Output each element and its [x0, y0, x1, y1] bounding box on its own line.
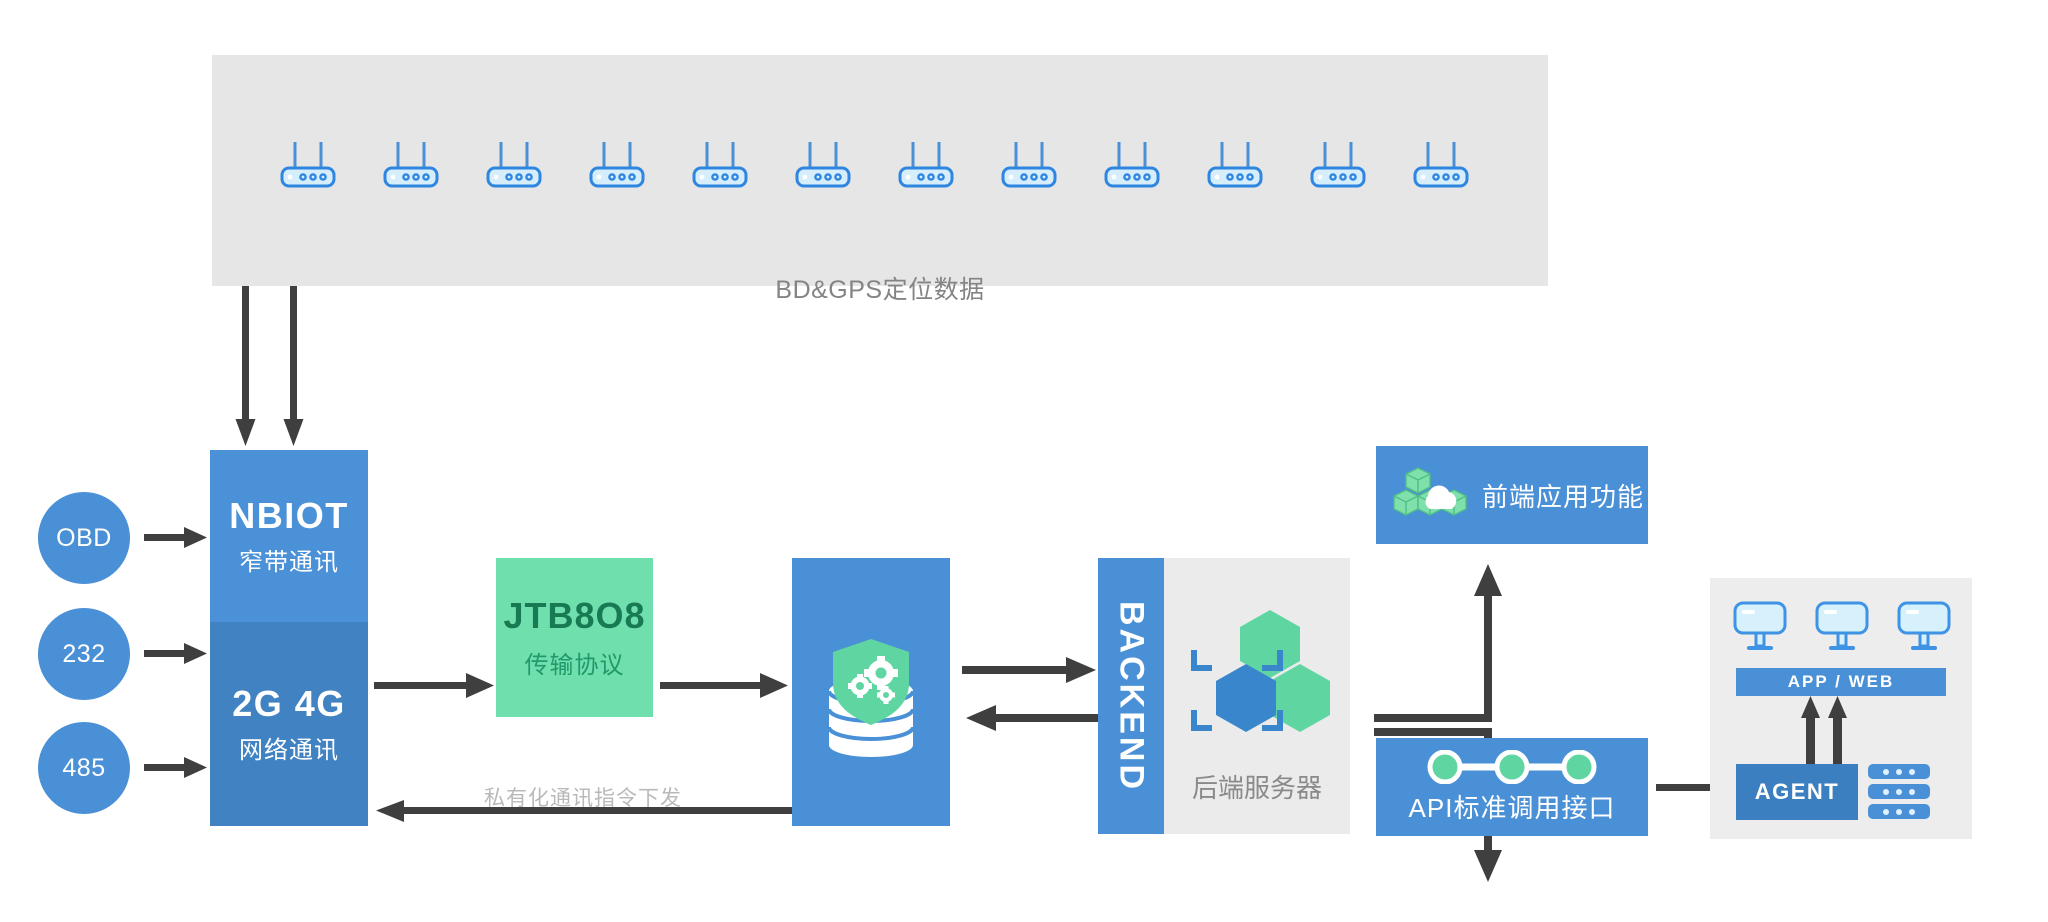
router-icon — [692, 140, 748, 190]
monitor-icon — [1896, 600, 1952, 661]
frontend-card-label: 前端应用功能 — [1482, 481, 1645, 512]
arrow-485-to-module — [144, 757, 207, 778]
arrow-module-to-protocol — [374, 673, 494, 698]
protocol-box[interactable]: JTB8O8 传输协议 — [496, 558, 653, 717]
backend-label: 后端服务器 — [1191, 773, 1322, 803]
arrow-backend-to-database — [966, 705, 1100, 731]
nbiot-subtitle: 窄带通讯 — [239, 549, 339, 577]
monitor-icon — [1732, 600, 1788, 661]
router-icon — [280, 140, 336, 190]
router-icon — [1001, 140, 1057, 190]
hexagon-cluster-icon — [1191, 610, 1330, 732]
backend-panel[interactable]: BACKEND 后端服务器 — [1098, 558, 1350, 834]
arrow-band-to-nbiot — [235, 286, 304, 446]
agent-panel[interactable]: APP / WEB AGENT — [1710, 578, 1972, 839]
input-circle-obd[interactable]: OBD — [38, 492, 130, 584]
router-icon — [383, 140, 439, 190]
backend-word: BACKEND — [1112, 600, 1151, 792]
app-web-bar[interactable]: APP / WEB — [1736, 668, 1946, 696]
downlink-label: 私有化通讯指令下发 — [484, 787, 682, 810]
comm-module-2g4g[interactable]: 2G 4G 网络通讯 — [210, 622, 368, 826]
database-shield-gears-icon — [827, 639, 915, 757]
input-circle-label: OBD — [56, 523, 112, 552]
arrow-232-to-module — [144, 643, 207, 664]
arrow-database-to-backend — [962, 657, 1096, 683]
input-circle-label: 485 — [62, 753, 106, 782]
server-rack-icon — [1868, 804, 1930, 819]
input-circle-label: 232 — [62, 639, 106, 668]
server-rack-icon — [1868, 764, 1930, 779]
arrow-obd-to-module — [144, 527, 207, 548]
router-row — [212, 140, 1548, 195]
input-circle-485[interactable]: 485 — [38, 722, 130, 814]
router-icon — [589, 140, 645, 190]
cloud-cubes-icon — [1393, 467, 1467, 516]
server-rack-stack — [1868, 764, 1930, 820]
protocol-title: JTB8O8 — [503, 595, 646, 636]
agent-label: AGENT — [1754, 779, 1840, 804]
nbiot-title: NBIOT — [229, 494, 349, 536]
input-circle-232[interactable]: 232 — [38, 608, 130, 700]
comm-module-nbiot[interactable]: NBIOT 窄带通讯 — [210, 450, 368, 622]
arrow-protocol-to-database — [660, 673, 788, 698]
monitor-icon — [1814, 600, 1870, 661]
router-icon — [1413, 140, 1469, 190]
protocol-subtitle: 传输协议 — [524, 652, 625, 679]
data-security-box[interactable] — [792, 558, 950, 826]
agent-box[interactable]: AGENT — [1736, 764, 1858, 820]
arrow-agent-to-appweb — [1801, 696, 1847, 764]
app-web-label: APP / WEB — [1787, 672, 1895, 691]
api-card[interactable]: API标准调用接口 — [1376, 738, 1648, 836]
arrow-downlink-to-module — [376, 800, 794, 822]
mobile-network-title: 2G 4G — [232, 682, 346, 724]
api-card-label: API标准调用接口 — [1408, 792, 1616, 823]
mobile-network-subtitle: 网络通讯 — [239, 737, 339, 765]
backend-sidebar: BACKEND — [1098, 558, 1164, 834]
router-icon — [1207, 140, 1263, 190]
arrow-backend-to-frontend — [1374, 564, 1502, 722]
band-caption: BD&GPS定位数据 — [775, 276, 985, 304]
router-icon — [795, 140, 851, 190]
frontend-card[interactable]: 前端应用功能 — [1376, 446, 1648, 544]
monitor-row — [1732, 600, 1951, 656]
router-icon — [1104, 140, 1160, 190]
device-layer-band: BD&GPS定位数据 — [212, 55, 1548, 304]
router-icon — [486, 140, 542, 190]
router-icon — [1310, 140, 1366, 190]
router-icon — [898, 140, 954, 190]
api-nodes-icon — [1427, 749, 1597, 784]
server-rack-icon — [1868, 784, 1930, 799]
